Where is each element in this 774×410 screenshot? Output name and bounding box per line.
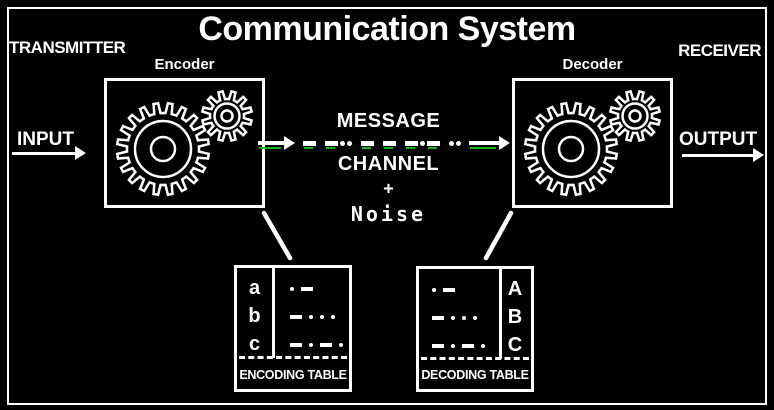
page-title: Communication System (198, 10, 576, 48)
gears-icon (107, 81, 262, 205)
channel-label: CHANNEL (337, 153, 440, 175)
morse-dot (320, 315, 324, 319)
morse-dash (303, 140, 316, 149)
morse-dot (347, 140, 352, 146)
morse-dash (462, 344, 474, 348)
arrow-head (75, 146, 86, 160)
encoder-box (104, 78, 265, 208)
input-label: INPUT (17, 129, 74, 150)
morse-dot (420, 140, 425, 146)
morse-dash (427, 140, 440, 149)
morse-signal (302, 140, 469, 149)
table-row: C (419, 332, 531, 360)
morse-dot (451, 344, 455, 348)
morse-dot (451, 316, 455, 320)
morse-code-cell (289, 303, 336, 331)
symbol-cell: b (248, 305, 261, 327)
morse-dash (361, 140, 374, 149)
morse-dash (320, 343, 332, 347)
arrow-head (499, 136, 510, 150)
output-arrow-icon (682, 148, 764, 162)
morse-dot (340, 140, 345, 146)
morse-dot (449, 140, 454, 146)
table-row: c (237, 331, 349, 359)
morse-dash (432, 344, 444, 348)
morse-dot (331, 315, 335, 319)
morse-dot (456, 140, 461, 146)
morse-dot (309, 343, 313, 347)
dashed-separator (421, 357, 529, 360)
encoding-table: a b c ENCODING TABLE (234, 265, 352, 392)
arrow-shaft (12, 151, 75, 155)
table-divider (499, 269, 502, 359)
table-row: b (237, 303, 349, 331)
morse-dash (290, 315, 302, 319)
plus-sign: + (383, 179, 394, 199)
channel-signal-arrow-icon (258, 135, 514, 151)
symbol-cell: A (507, 278, 523, 300)
morse-dot (432, 288, 436, 292)
morse-dash (405, 140, 418, 149)
encoder-label: Encoder (154, 56, 215, 73)
symbol-cell: a (248, 277, 261, 299)
encoding-table-title: ENCODING TABLE (239, 368, 347, 382)
symbol-cell: B (507, 306, 523, 328)
arrow-head (284, 136, 295, 150)
morse-dot (290, 287, 294, 291)
morse-dot (309, 315, 313, 319)
morse-dash (383, 140, 396, 149)
morse-code-cell (289, 275, 314, 303)
dashed-separator (239, 356, 347, 359)
morse-code-cell (289, 331, 344, 359)
arrow-head (753, 148, 764, 162)
table-divider (272, 268, 275, 358)
transmitter-label: TRANSMITTER (9, 38, 126, 57)
morse-dash (432, 316, 444, 320)
arrow-shaft (258, 141, 284, 149)
input-arrow-icon (12, 146, 86, 160)
arrow-shaft (469, 141, 499, 149)
message-label: MESSAGE (336, 110, 441, 132)
morse-code-cell (431, 332, 486, 360)
decoding-table-title: DECODING TABLE (421, 368, 529, 382)
receiver-label: RECEIVER (678, 41, 761, 60)
table-row: B (419, 304, 531, 332)
decoder-label: Decoder (562, 56, 623, 73)
noise-label: Noise (350, 202, 427, 226)
morse-dash (443, 288, 455, 292)
output-label: OUTPUT (679, 129, 758, 150)
morse-dash (325, 140, 338, 149)
morse-dash (301, 287, 313, 291)
morse-dot (462, 316, 466, 320)
decoder-box (512, 78, 673, 208)
decoding-table: A B C DECODING TABLE (416, 266, 534, 392)
outer-frame (7, 7, 767, 405)
gears-icon (515, 81, 670, 205)
symbol-cell: C (507, 334, 523, 356)
table-row: a (237, 275, 349, 303)
table-row: A (419, 276, 531, 304)
morse-dot (473, 316, 477, 320)
morse-code-cell (431, 304, 478, 332)
morse-code-cell (431, 276, 456, 304)
morse-dot (481, 344, 485, 348)
arrow-shaft (682, 153, 753, 157)
symbol-cell: c (248, 333, 261, 355)
morse-dash (290, 343, 302, 347)
morse-dot (339, 343, 343, 347)
